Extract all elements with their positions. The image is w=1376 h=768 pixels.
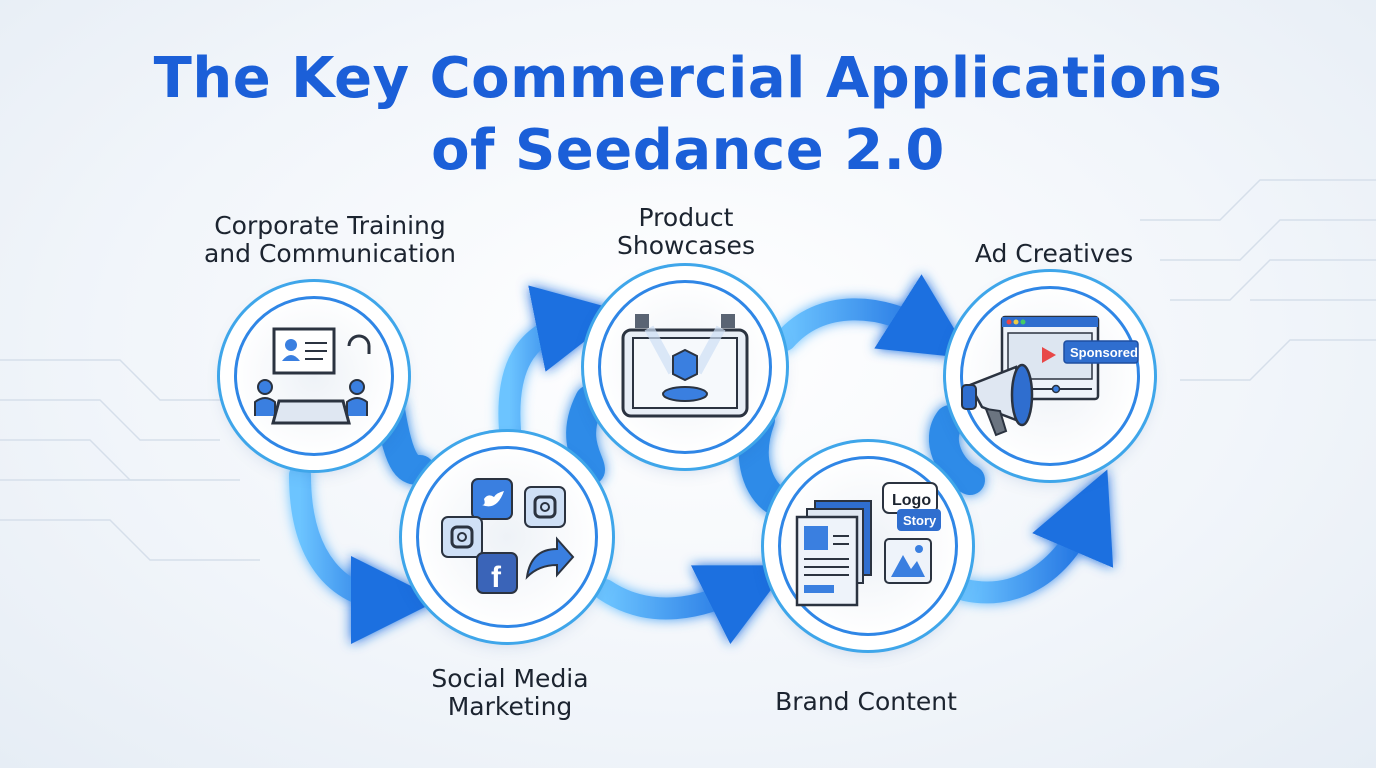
social-media-icon: f: [441, 478, 575, 594]
svg-text:f: f: [491, 561, 502, 594]
label-line: Marketing: [447, 692, 573, 721]
circuit-lines: [0, 179, 1376, 561]
instagram-icon: [524, 486, 566, 528]
brand-documents-icon: Logo Story: [795, 482, 941, 607]
circle-brand-content[interactable]: Logo Story: [770, 448, 966, 644]
circle-ring: [234, 296, 394, 456]
play-icon: [1042, 347, 1056, 363]
circle-corporate-training[interactable]: [226, 288, 402, 464]
page-title-line1: The Key Commercial Applications: [153, 46, 1223, 111]
label-line: Corporate Training: [214, 211, 446, 240]
circle-ad-creatives[interactable]: Sponsored: [952, 278, 1148, 474]
label-line: Showcases: [617, 231, 755, 260]
label-line: Social Media: [431, 664, 589, 693]
label-product-showcases: Product Showcases: [536, 204, 836, 260]
label-ad-creatives: Ad Creatives: [904, 240, 1204, 268]
label-corporate-training: Corporate Training and Communication: [180, 212, 480, 268]
product-display-icon: [621, 314, 749, 418]
circle-social-media[interactable]: f: [408, 438, 606, 636]
label-social-media: Social Media Marketing: [360, 665, 660, 721]
label-line: Brand Content: [775, 687, 957, 716]
share-arrow-icon: [525, 536, 575, 580]
page-title-line2: of Seedance 2.0: [431, 118, 945, 183]
label-line: Ad Creatives: [974, 239, 1134, 268]
sponsored-badge: Sponsored: [1070, 345, 1138, 360]
label-line: Product: [638, 203, 734, 232]
logo-bubble: Logo: [892, 492, 931, 509]
presentation-meeting-icon: [254, 327, 371, 425]
instagram-icon: [441, 516, 483, 558]
label-brand-content: Brand Content: [716, 688, 1016, 716]
flow-arrows: [289, 274, 1114, 645]
circle-product-showcases[interactable]: [590, 272, 780, 462]
megaphone-ad-icon: Sponsored: [961, 315, 1139, 437]
story-bubble: Story: [903, 513, 937, 528]
label-line: and Communication: [203, 239, 457, 268]
facebook-icon: [476, 552, 518, 594]
